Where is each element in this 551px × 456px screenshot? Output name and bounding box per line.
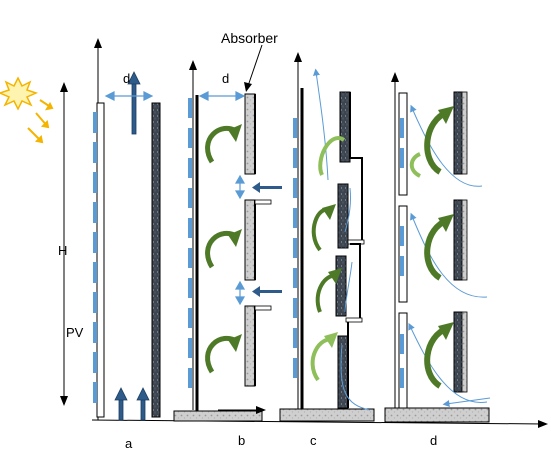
height-label: H <box>58 243 68 258</box>
gap-label-b: d <box>222 71 230 86</box>
absorber-label: Absorber <box>221 30 278 46</box>
config-label-c: c <box>310 433 317 448</box>
circulation-arrow-icon <box>409 106 454 389</box>
absorber-b2 <box>244 199 256 281</box>
absorber-c1 <box>339 91 351 163</box>
base-d <box>384 407 490 423</box>
flow-arrow-icon <box>313 68 371 411</box>
circulation-arrow-icon <box>205 124 242 374</box>
config-label-b: b <box>238 433 246 448</box>
absorber-c3 <box>335 255 347 317</box>
sun-icon <box>0 76 39 111</box>
absorber-d3 <box>453 311 463 393</box>
flow-arrow-icon <box>114 71 150 421</box>
gap-label-a: d <box>123 71 131 86</box>
light-ray-icon <box>27 99 54 144</box>
absorber-b1 <box>244 93 256 175</box>
absorber-b3 <box>244 305 256 387</box>
absorber-c2 <box>337 183 349 249</box>
base-b <box>173 410 263 422</box>
config-a <box>93 71 161 421</box>
config-label-a: a <box>125 436 133 451</box>
absorber-c4 <box>337 335 349 409</box>
flow-arrow-icon <box>234 174 246 306</box>
circulation-arrow-icon <box>310 136 346 382</box>
config-d <box>384 91 491 423</box>
height-dimension <box>60 82 68 406</box>
absorber-d1 <box>453 91 463 175</box>
flow-arrow-icon <box>408 104 491 407</box>
config-c <box>279 68 375 422</box>
base-c <box>279 408 375 422</box>
pv-glass-a <box>96 102 105 418</box>
absorber-pointer <box>244 44 263 92</box>
absorber-wall-a <box>151 102 161 418</box>
absorber-d2 <box>453 199 463 281</box>
gap-dimension-a <box>104 91 154 101</box>
pv-label: PV <box>66 325 84 340</box>
flow-arrow-icon <box>218 182 282 414</box>
config-label-d: d <box>430 433 438 448</box>
gap-dimension-b <box>198 91 246 101</box>
config-b <box>173 91 282 422</box>
